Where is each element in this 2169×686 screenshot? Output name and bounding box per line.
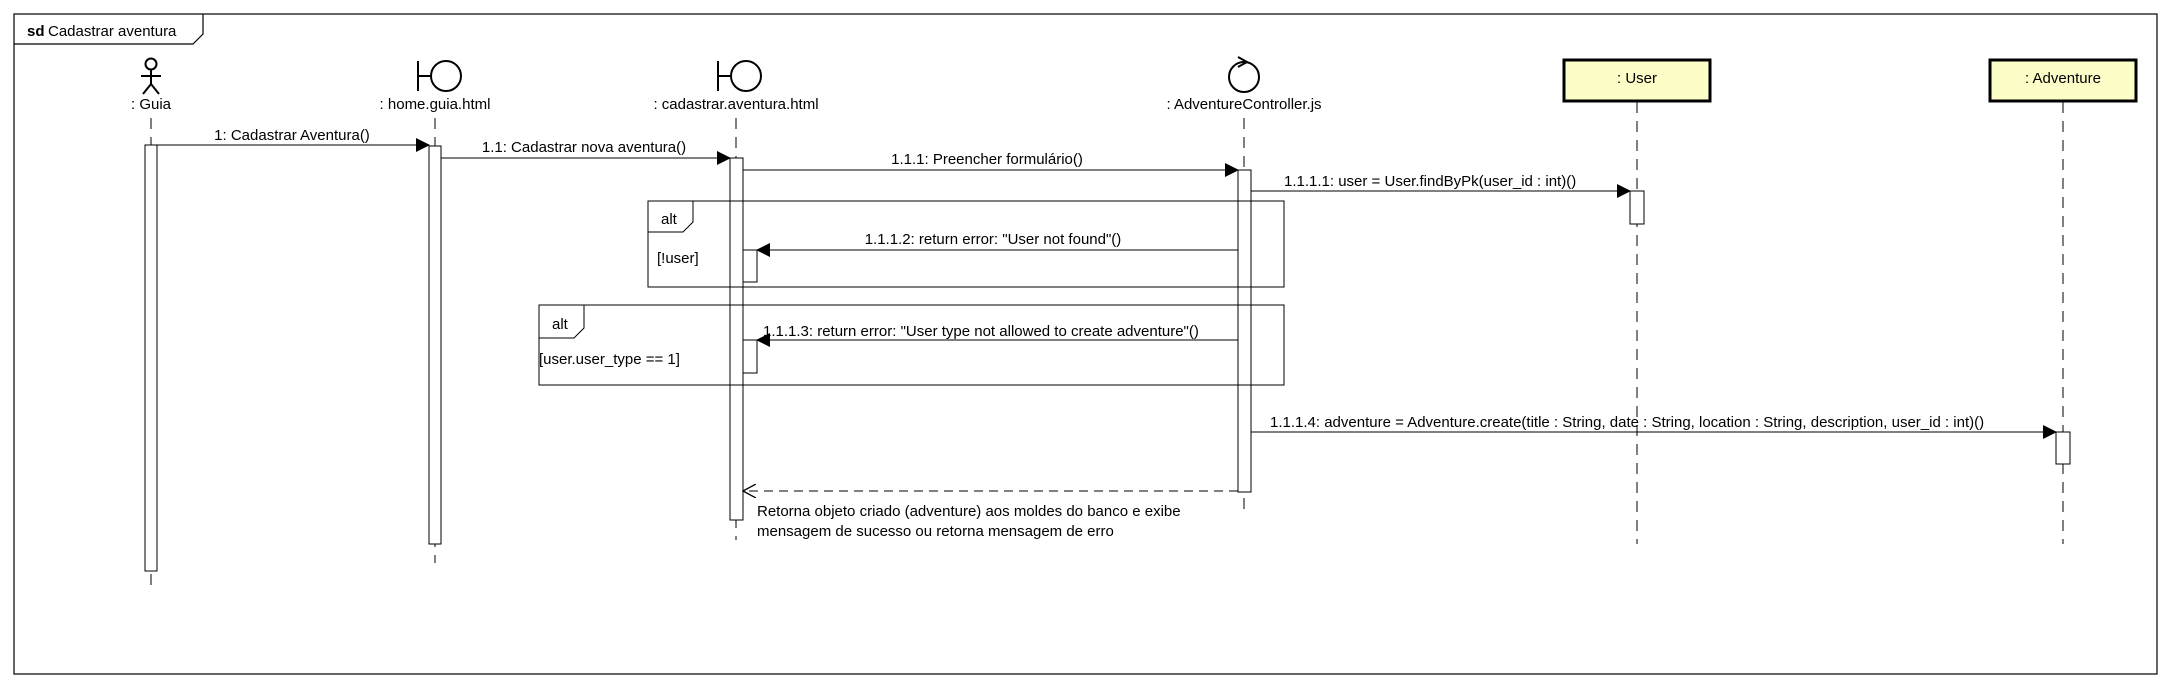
lifeline-adventure: : Adventure <box>1988 58 2138 544</box>
activation-bar <box>1237 169 1252 493</box>
message-arrow: 1.1.1.2: return error: "User not found"(… <box>756 231 1238 257</box>
lifeline-label: : Adventure <box>2025 70 2101 87</box>
return-message-line-1: Retorna objeto criado (adventure) aos mo… <box>757 503 1181 520</box>
message-arrow: 1.1.1.3: return error: "User type not al… <box>756 323 1238 347</box>
boundary-icon <box>417 60 462 92</box>
lifeline-cadastrar-aventura: : cadastrar.aventura.html <box>653 60 819 540</box>
lifeline-label: : Guia <box>131 96 172 113</box>
lifeline-label: : User <box>1617 70 1657 87</box>
message-label: 1.1.1.3: return error: "User type not al… <box>763 323 1199 340</box>
message-label: 1.1.1.1: user = User.findByPk(user_id : … <box>1284 173 1576 190</box>
diagram-frame: sd Cadastrar aventura <box>13 13 2158 675</box>
lifeline-label: : cadastrar.aventura.html <box>653 96 818 113</box>
message-label: 1.1: Cadastrar nova aventura() <box>482 139 686 156</box>
activation-bar-nested <box>742 339 758 374</box>
message-label: 1.1.1.2: return error: "User not found"(… <box>865 231 1122 248</box>
return-message-line-2: mensagem de sucesso ou retorna mensagem … <box>757 523 1114 540</box>
fragment-operator: alt <box>552 316 569 333</box>
fragment-guard: [user.user_type == 1] <box>539 351 680 368</box>
lifeline-box <box>1988 58 2138 103</box>
combined-fragment-alt: alt [!user] <box>647 200 1285 288</box>
boundary-icon <box>717 60 762 92</box>
activation-bar <box>428 145 442 545</box>
lifeline-guia: : Guia <box>131 57 172 586</box>
fragment-operator: alt <box>661 211 678 228</box>
message-arrow: 1.1: Cadastrar nova aventura() <box>441 139 731 165</box>
activation-bar <box>144 144 158 572</box>
combined-fragment-alt: alt [user.user_type == 1] <box>538 304 1285 386</box>
lifeline-home-guia: : home.guia.html <box>380 60 491 563</box>
lifeline-user: : User <box>1562 58 1712 544</box>
activation-bar <box>729 157 744 521</box>
message-label: 1.1.1: Preencher formulário() <box>891 151 1083 168</box>
message-arrow: 1.1.1.1: user = User.findByPk(user_id : … <box>1251 173 1631 198</box>
lifeline-label: : home.guia.html <box>380 96 491 113</box>
message-arrow: 1.1.1.4: adventure = Adventure.create(ti… <box>1251 414 2057 439</box>
return-message-arrow: Retorna objeto criado (adventure) aos mo… <box>743 491 1238 540</box>
lifeline-box <box>1562 58 1712 103</box>
frame-title: Cadastrar aventura <box>48 23 177 40</box>
message-label: 1: Cadastrar Aventura() <box>214 127 370 144</box>
activation-bar <box>1629 190 1645 225</box>
frame-keyword: sd <box>27 23 45 40</box>
control-icon <box>1228 56 1260 93</box>
message-label: 1.1.1.4: adventure = Adventure.create(ti… <box>1270 414 1984 431</box>
message-arrow: 1: Cadastrar Aventura() <box>157 127 430 152</box>
message-arrow: 1.1.1: Preencher formulário() <box>743 151 1239 177</box>
activation-bar <box>2055 431 2071 465</box>
lifeline-label: : AdventureController.js <box>1166 96 1321 113</box>
lifeline-adventure-controller: : AdventureController.js <box>1166 56 1322 516</box>
fragment-guard: [!user] <box>657 250 699 267</box>
actor-icon <box>141 57 161 95</box>
activation-bar-nested <box>742 249 758 283</box>
